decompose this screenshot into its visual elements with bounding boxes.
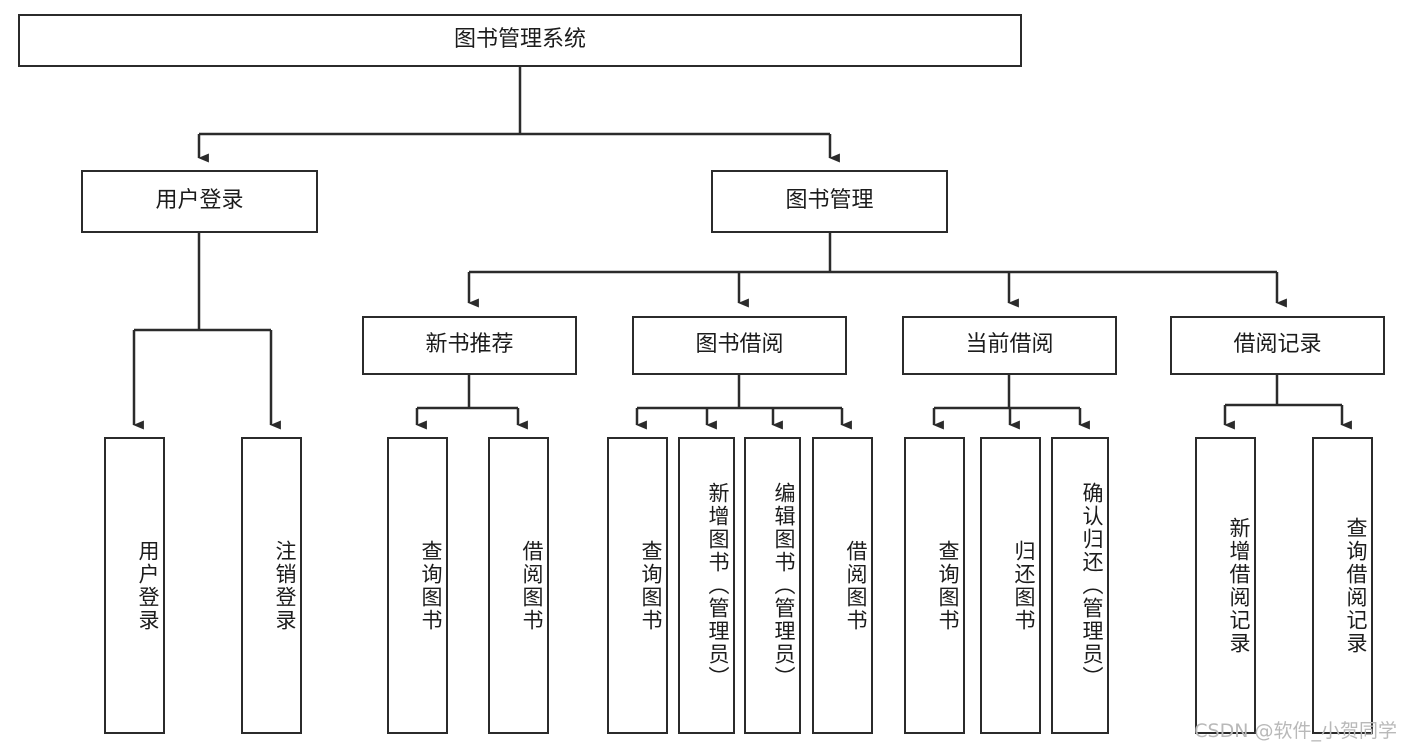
node-borrow-record-label: 借阅记录	[1233, 332, 1322, 358]
leaf-add-book-admin[interactable]: 新增图书（管理员）	[678, 437, 735, 734]
leaf-query-book-recommend[interactable]: 查询图书	[387, 437, 448, 734]
leaf-return-book-label: 归还图书	[1012, 539, 1036, 632]
node-current-borrow[interactable]: 当前借阅	[902, 316, 1117, 375]
node-root[interactable]: 图书管理系统	[18, 14, 1022, 67]
node-user-login-label: 用户登录	[155, 188, 244, 214]
leaf-logout-label: 注销登录	[273, 539, 297, 632]
leaf-query-book-recommend-label: 查询图书	[419, 539, 443, 632]
leaf-borrow-book-label: 借阅图书	[844, 539, 868, 632]
leaf-query-borrow-record-label: 查询借阅记录	[1344, 516, 1368, 655]
leaf-query-book-borrow-label: 查询图书	[639, 539, 663, 632]
leaf-add-borrow-record-label: 新增借阅记录	[1227, 516, 1251, 655]
node-root-label: 图书管理系统	[453, 27, 586, 53]
leaf-confirm-return-admin-label: 确认归还（管理员）	[1080, 482, 1104, 689]
leaf-return-book[interactable]: 归还图书	[980, 437, 1041, 734]
leaf-add-borrow-record[interactable]: 新增借阅记录	[1195, 437, 1256, 734]
leaf-confirm-return-admin[interactable]: 确认归还（管理员）	[1051, 437, 1109, 734]
node-new-book-recommend-label: 新书推荐	[425, 332, 514, 358]
leaf-borrow-book-recommend-label: 借阅图书	[520, 539, 544, 632]
leaf-query-book-current[interactable]: 查询图书	[904, 437, 965, 734]
leaf-query-borrow-record[interactable]: 查询借阅记录	[1312, 437, 1373, 734]
leaf-user-login[interactable]: 用户登录	[104, 437, 165, 734]
node-book-borrow[interactable]: 图书借阅	[632, 316, 847, 375]
leaf-query-book-current-label: 查询图书	[936, 539, 960, 632]
leaf-edit-book-admin[interactable]: 编辑图书（管理员）	[744, 437, 801, 734]
node-new-book-recommend[interactable]: 新书推荐	[362, 316, 577, 375]
watermark-text: CSDN @软件_小贺同学	[1194, 720, 1397, 742]
leaf-borrow-book[interactable]: 借阅图书	[812, 437, 873, 734]
leaf-logout[interactable]: 注销登录	[241, 437, 302, 734]
leaf-edit-book-admin-label: 编辑图书（管理员）	[772, 482, 796, 689]
leaf-query-book-borrow[interactable]: 查询图书	[607, 437, 668, 734]
node-current-borrow-label: 当前借阅	[965, 332, 1054, 358]
node-book-management-label: 图书管理	[785, 188, 874, 214]
node-borrow-record[interactable]: 借阅记录	[1170, 316, 1385, 375]
node-book-management[interactable]: 图书管理	[711, 170, 948, 233]
node-book-borrow-label: 图书借阅	[695, 332, 784, 358]
leaf-user-login-label: 用户登录	[136, 539, 160, 632]
leaf-add-book-admin-label: 新增图书（管理员）	[706, 482, 730, 689]
leaf-borrow-book-recommend[interactable]: 借阅图书	[488, 437, 549, 734]
node-user-login[interactable]: 用户登录	[81, 170, 318, 233]
